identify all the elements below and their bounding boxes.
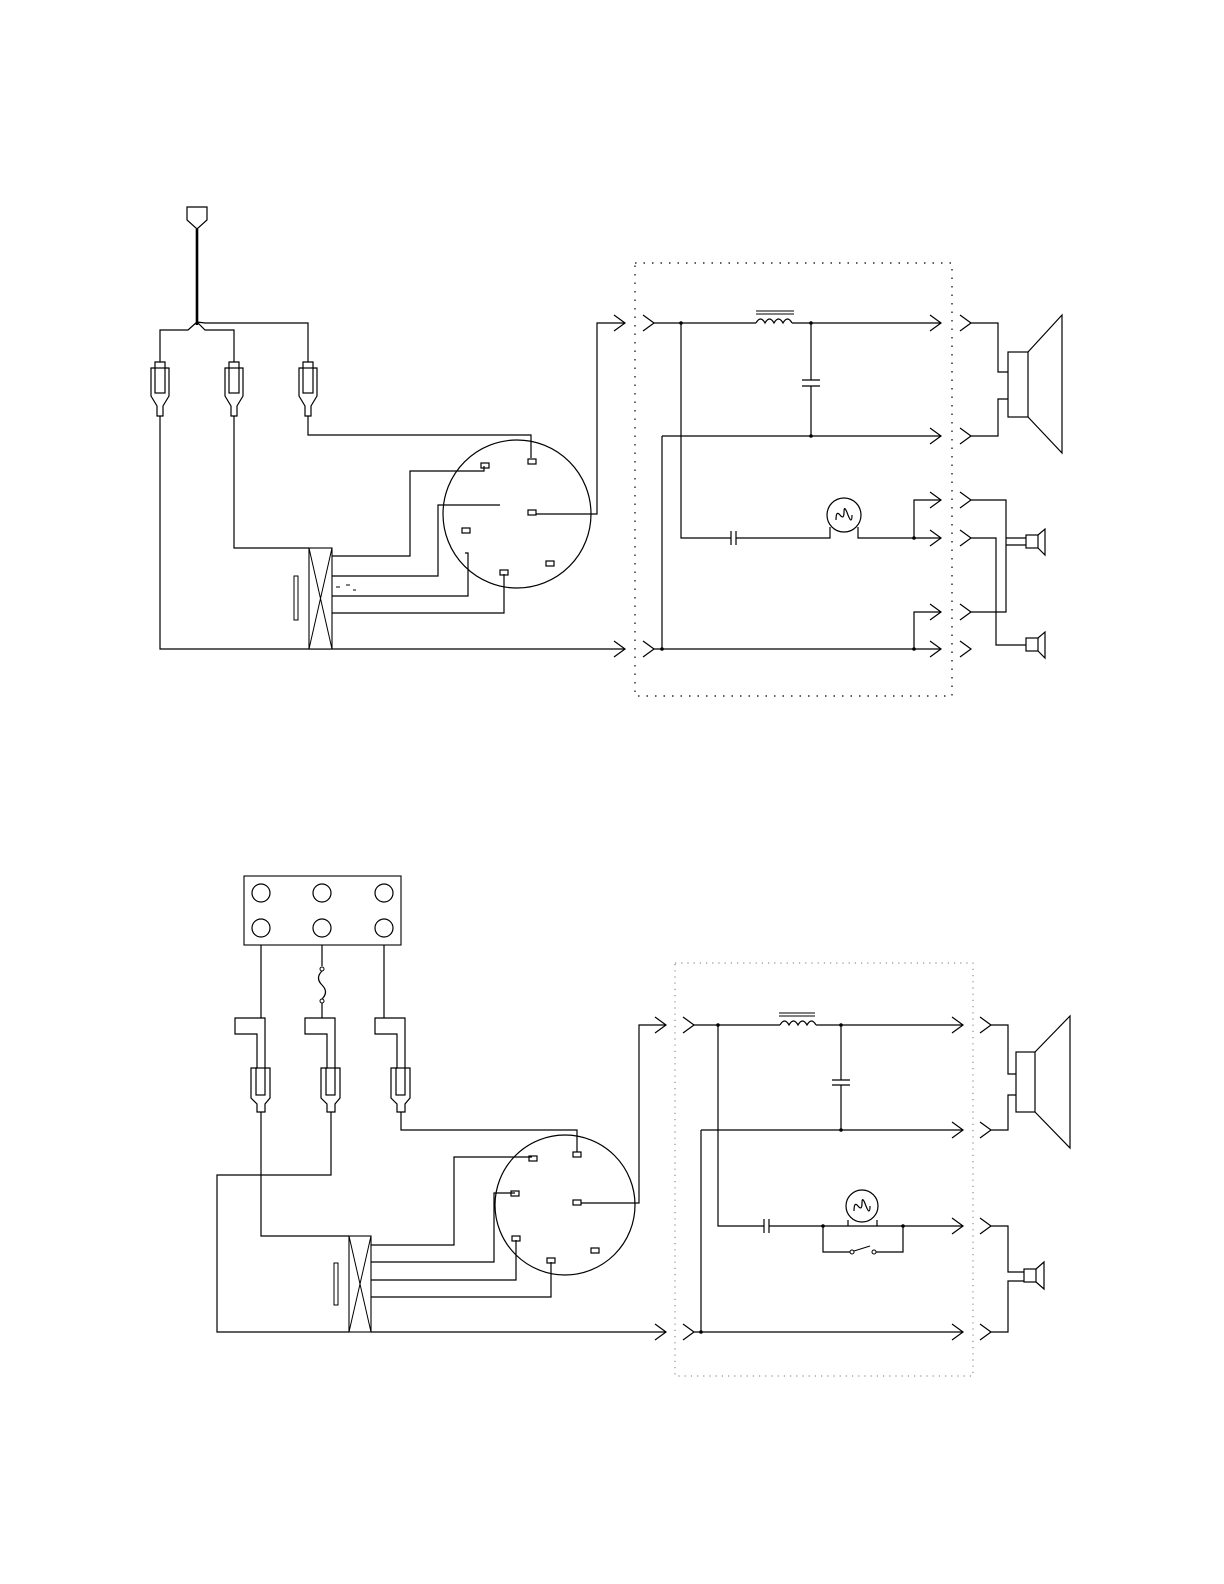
rca-connector-1-icon [151,362,169,416]
output-connector-arrows [952,1017,991,1340]
capacitor-icon [731,531,736,545]
input-connector-arrows [655,1017,694,1340]
connector-2-icon [305,1018,340,1112]
inductor-icon [756,311,794,323]
connector-1-icon [235,1018,270,1112]
tweeter-2-icon [1026,632,1045,658]
connector-3-icon [375,1018,410,1112]
terminal-panel-icon [244,876,401,945]
top-schematic [151,207,1062,696]
lamp-icon [827,498,861,532]
power-plug-icon [160,207,308,362]
input-connector-arrows [614,315,654,657]
tweeter-icon [1024,1262,1044,1289]
terminal-block-icon [294,548,332,649]
rca-connector-2-icon [225,362,243,416]
woofer-speaker-icon [1008,315,1062,453]
terminal-block-icon [334,1236,371,1332]
capacitor-icon [764,1219,769,1233]
rca-connector-3-icon [299,362,317,416]
bottom-schematic [217,876,1070,1376]
fuse-icon [319,967,326,1003]
inductor-icon [779,1013,816,1025]
lamp-icon [846,1190,878,1222]
woofer-speaker-icon [1016,1016,1070,1148]
crossover-enclosure [635,263,952,696]
output-connector-arrows [930,315,971,657]
lamp-switch-icon [823,1226,903,1254]
tweeter-1-icon [1026,529,1045,555]
